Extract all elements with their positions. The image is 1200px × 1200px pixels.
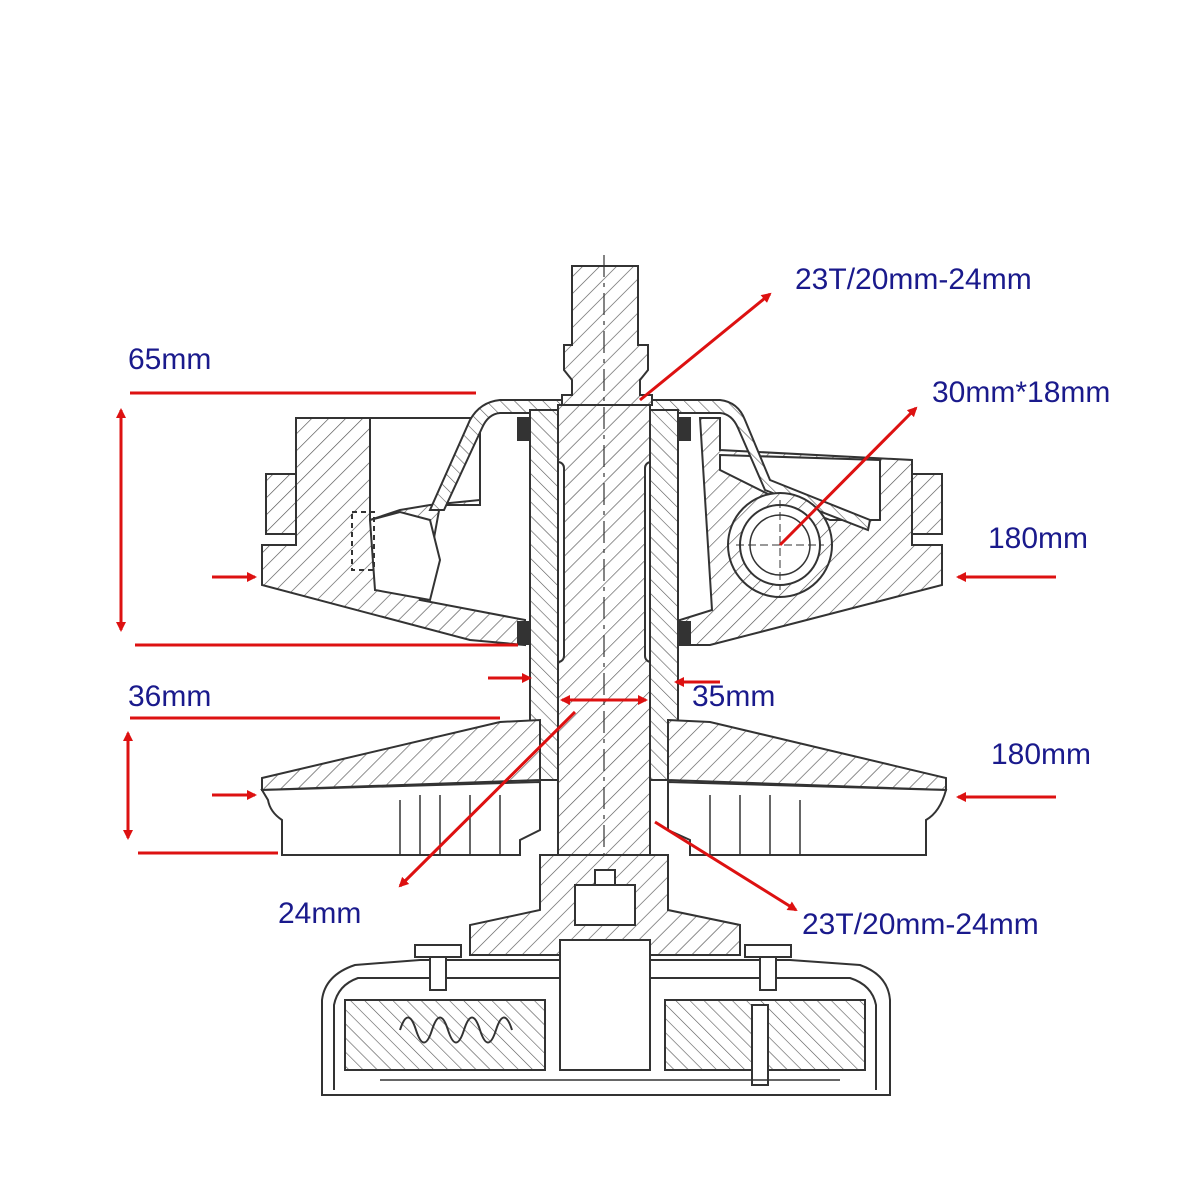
cover-plate <box>428 399 872 532</box>
lower-diameter-label: 180mm <box>991 738 1092 771</box>
lower-height-label: 24mm <box>278 897 362 930</box>
bottom-spline-label: 23T/20mm-24mm <box>802 908 1039 941</box>
bearing-size-label: 30mm*18mm <box>932 376 1111 409</box>
bottom-spline-arrow <box>654 820 798 912</box>
upper-height-label: 65mm <box>128 343 212 376</box>
bearing-arrow <box>778 406 918 547</box>
shaft-diameter-label: 35mm <box>692 680 776 713</box>
lower-bore-arrow <box>398 710 577 888</box>
sleeve-diameter-label: 36mm <box>128 680 212 713</box>
lower-pulley <box>260 718 948 856</box>
top-spline-label: 23T/20mm-24mm <box>795 263 1032 296</box>
upper-diameter-label: 180mm <box>988 522 1089 555</box>
base-assembly <box>321 854 891 1096</box>
dimension-annotations <box>116 292 1056 912</box>
top-spline-arrow <box>639 292 772 402</box>
